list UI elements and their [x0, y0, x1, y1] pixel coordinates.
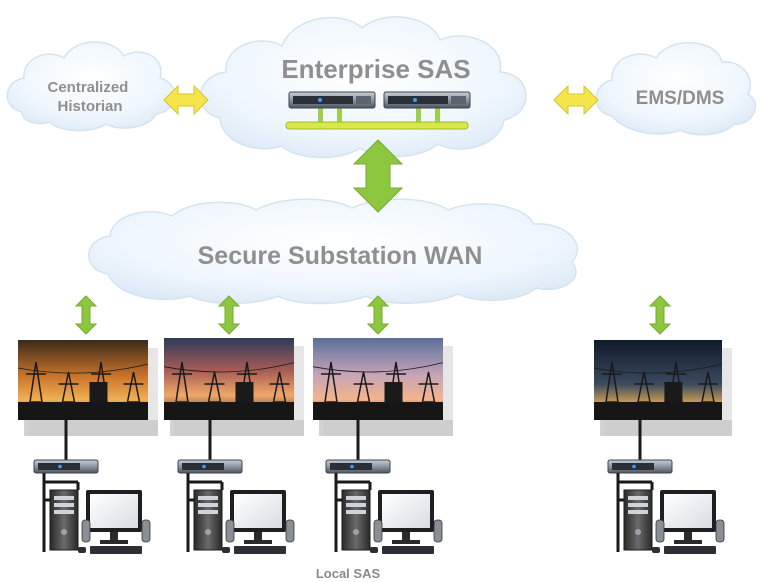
- keyboard-icon: [664, 546, 716, 554]
- double-arrow-icon: [553, 84, 599, 116]
- monitor-icon: [86, 490, 142, 544]
- mouse-icon: [78, 547, 86, 553]
- enterprise-cloud: Enterprise SAS: [199, 16, 527, 159]
- keyboard-icon: [382, 546, 434, 554]
- monitor-icon: [660, 490, 716, 544]
- local-sas-stack: [177, 420, 295, 554]
- computer-tower-icon: [341, 489, 371, 551]
- server-connector: [318, 106, 323, 123]
- server-connector: [435, 106, 440, 123]
- mouse-icon: [222, 547, 230, 553]
- speaker-icon: [655, 519, 665, 543]
- speaker-icon: [285, 519, 295, 543]
- vertical-arrow-icon: [74, 295, 98, 335]
- substation-photo: [163, 338, 304, 436]
- wan-cloud: Secure Substation WAN: [88, 198, 579, 305]
- enterprise-label: Enterprise SAS: [281, 54, 470, 84]
- ems-cloud: EMS/DMS: [595, 42, 757, 136]
- historian-cloud: Centralized Historian: [6, 41, 176, 132]
- speaker-icon: [433, 519, 443, 543]
- server-icon: [607, 459, 673, 474]
- server-icon: [177, 459, 243, 474]
- network-bus: [285, 121, 469, 130]
- monitor-icon: [230, 490, 286, 544]
- vertical-arrow-icon: [352, 139, 404, 213]
- computer-tower-icon: [193, 489, 223, 551]
- server-icon: [33, 459, 99, 474]
- server-connector: [416, 106, 421, 123]
- local-sas-caption: Local SAS: [316, 566, 381, 581]
- vertical-arrow-icon: [366, 295, 390, 335]
- speaker-icon: [81, 519, 91, 543]
- wan-label: Secure Substation WAN: [198, 242, 483, 270]
- server-connector: [337, 106, 342, 123]
- speaker-icon: [225, 519, 235, 543]
- historian-label-text: Centralized Historian: [47, 79, 132, 115]
- local-sas-stack: [607, 420, 725, 554]
- monitor-icon: [378, 490, 434, 544]
- ems-label: EMS/DMS: [636, 88, 725, 109]
- keyboard-icon: [90, 546, 142, 554]
- substation-photo: [312, 338, 453, 436]
- keyboard-icon: [234, 546, 286, 554]
- substation-photo: [593, 340, 732, 436]
- local-sas-stack: [33, 420, 151, 554]
- mouse-icon: [652, 547, 660, 553]
- speaker-icon: [373, 519, 383, 543]
- speaker-icon: [715, 519, 725, 543]
- local-sas-stack: [325, 420, 443, 554]
- computer-tower-icon: [623, 489, 653, 551]
- speaker-icon: [141, 519, 151, 543]
- vertical-arrow-icon: [217, 295, 241, 335]
- vertical-arrow-icon: [648, 295, 672, 335]
- mouse-icon: [370, 547, 378, 553]
- server-icon: [288, 91, 376, 109]
- double-arrow-icon: [163, 84, 209, 116]
- server-icon: [383, 91, 471, 109]
- server-icon: [325, 459, 391, 474]
- computer-tower-icon: [49, 489, 79, 551]
- substation-photo: [17, 340, 158, 436]
